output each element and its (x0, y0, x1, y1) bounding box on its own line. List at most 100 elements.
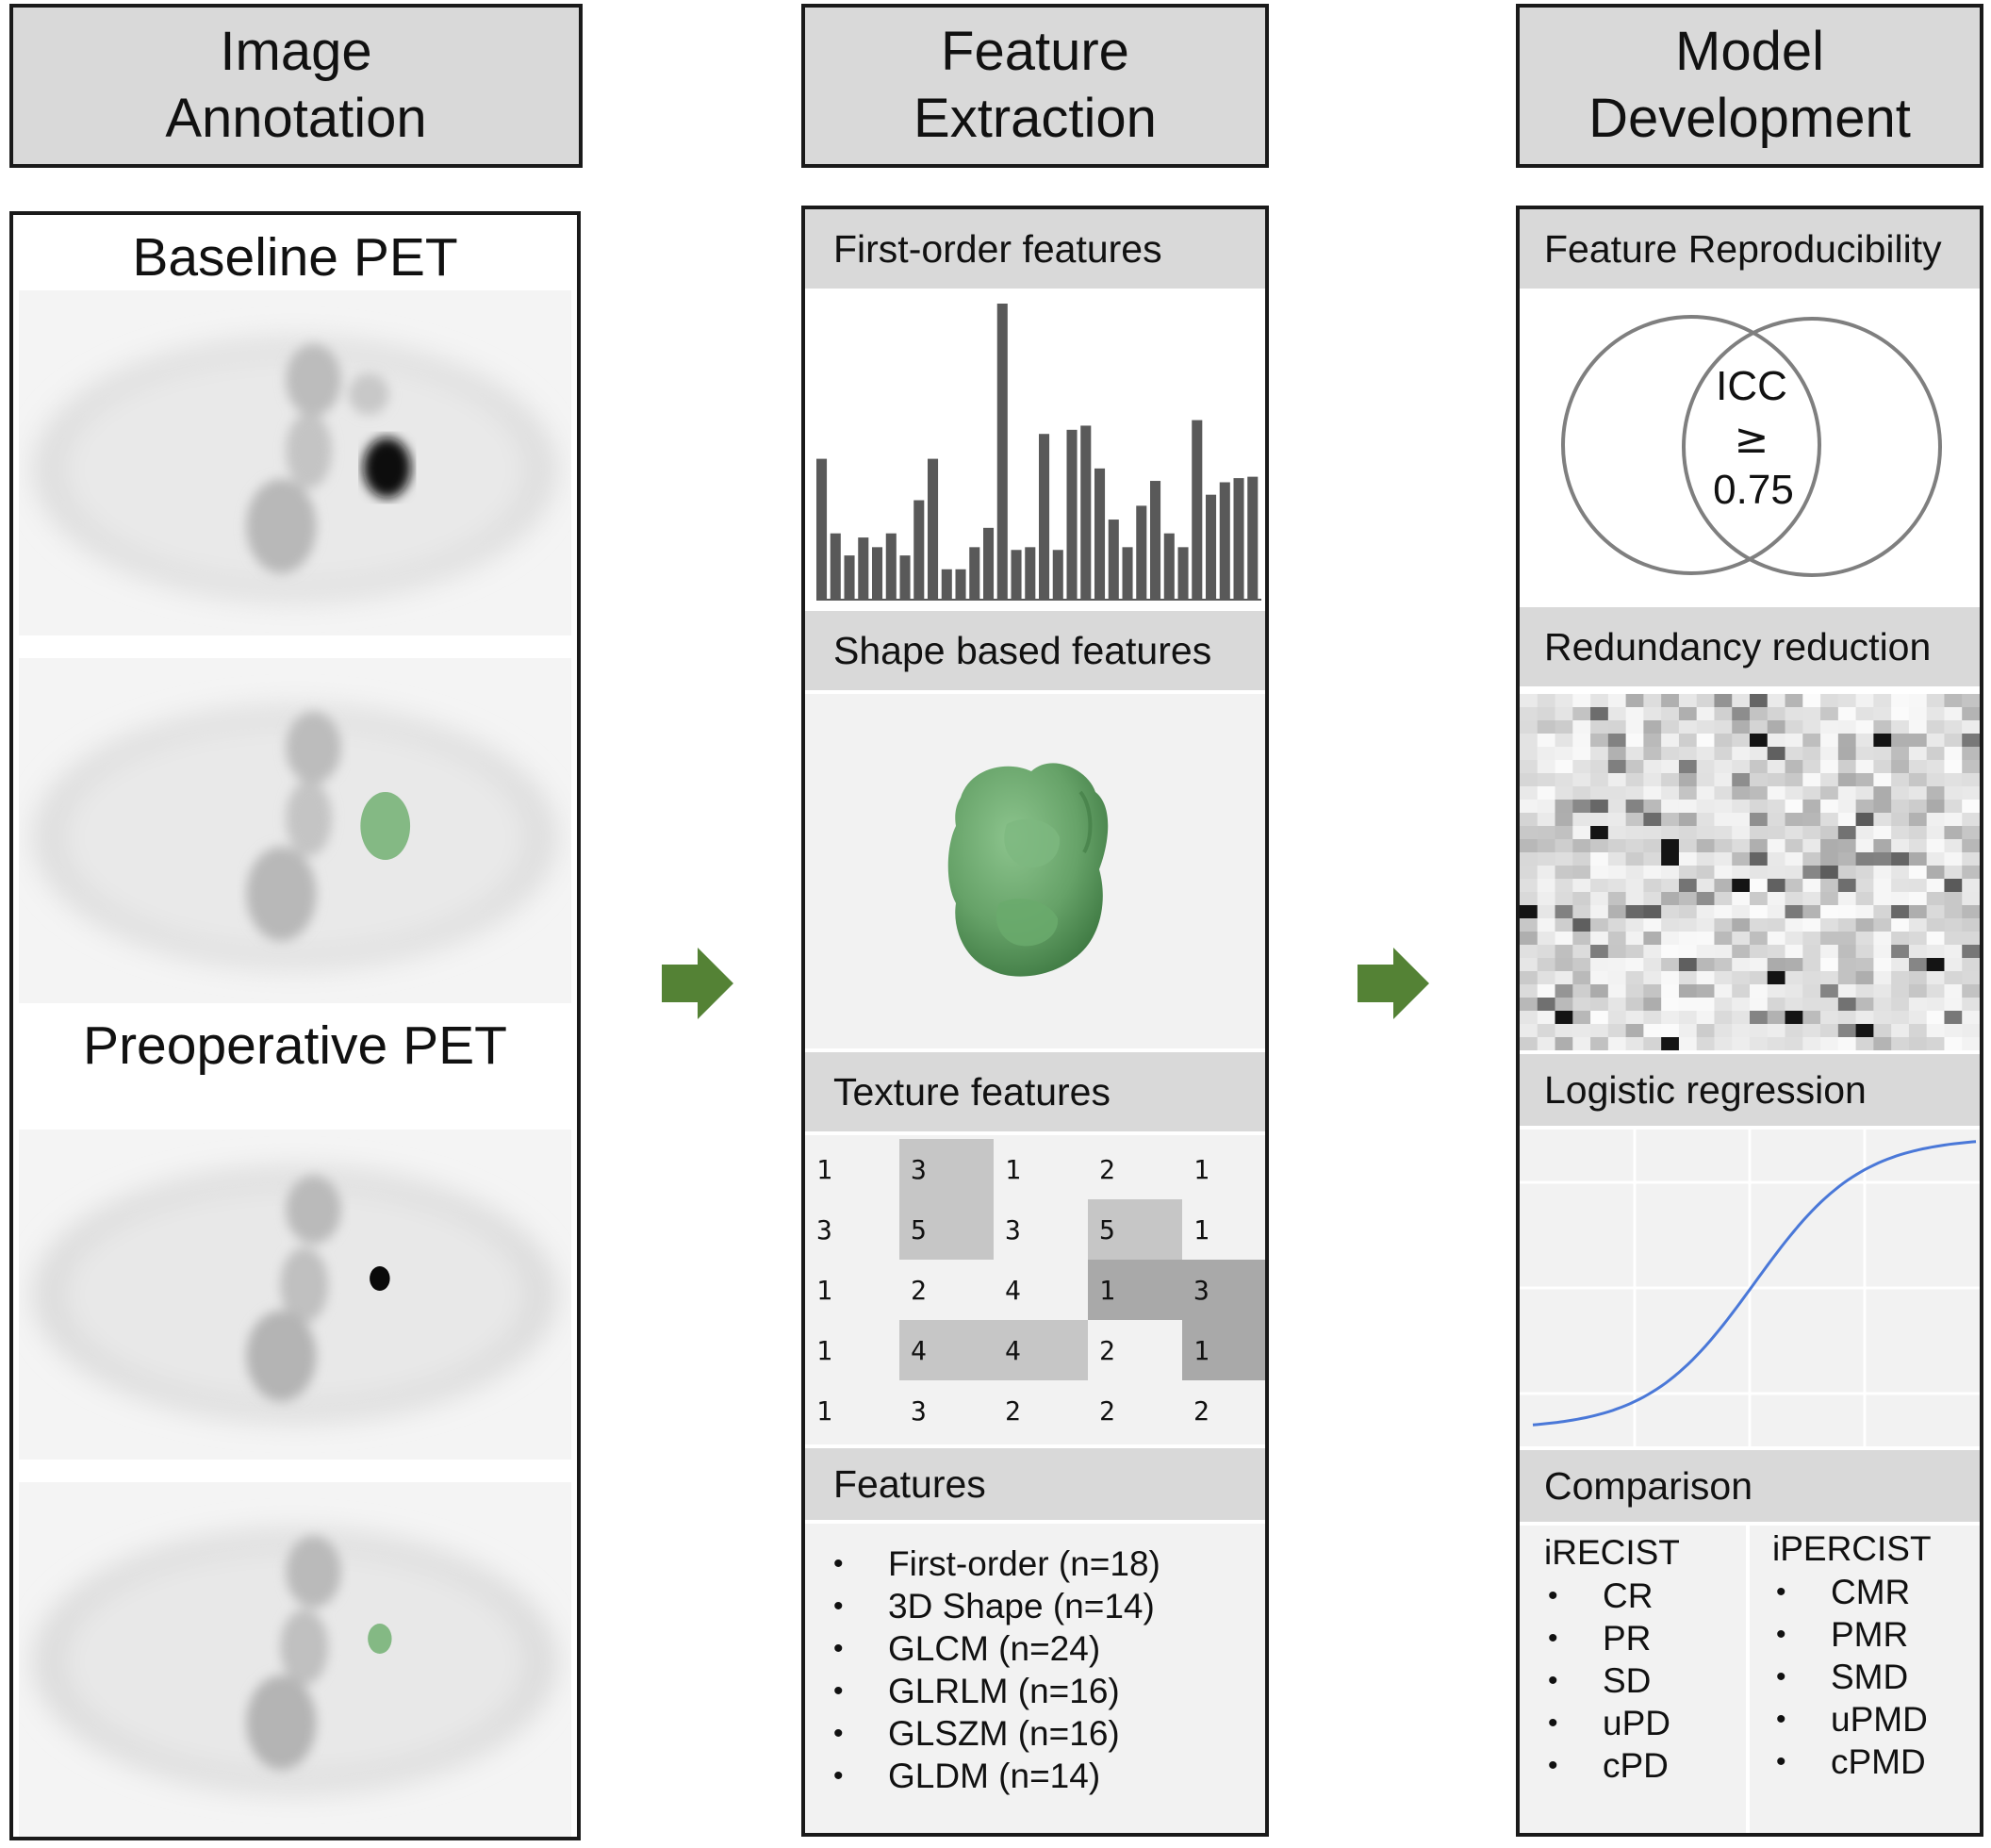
heatmap-cell (1537, 734, 1556, 748)
heatmap-cell (1855, 1037, 1874, 1051)
heatmap-cell (1732, 800, 1751, 814)
heatmap-cell (1625, 747, 1644, 761)
heatmap-cell (1661, 945, 1680, 959)
heatmap-cell (1520, 984, 1538, 998)
heatmap-cell (1944, 1037, 1963, 1051)
heatmap-cell (1590, 1024, 1609, 1038)
texture-cell: 4 (1005, 1274, 1021, 1306)
heatmap-cell (1555, 694, 1573, 708)
heatmap-cell (1732, 707, 1751, 721)
heatmap-cell (1908, 707, 1928, 721)
icc-threshold: 0.75 (1713, 467, 1794, 513)
heatmap-cell (1625, 945, 1644, 959)
icc-operator: ≥ (1735, 415, 1769, 463)
heatmap-cell (1767, 905, 1786, 919)
heatmap-cell (1891, 945, 1910, 959)
heatmap-cell (1837, 747, 1857, 761)
heatmap-cell (1855, 852, 1874, 866)
heatmap-cell (1572, 760, 1591, 774)
heatmap-cell (1590, 760, 1609, 774)
texture-cell: 2 (1099, 1153, 1115, 1185)
texture-cell: 1 (816, 1274, 832, 1306)
heatmap-cell (1837, 918, 1857, 932)
ipercist-title: iPERCIST (1772, 1529, 1932, 1568)
heatmap-cell (1520, 892, 1538, 906)
texture-cell: 4 (994, 1320, 1088, 1380)
arrow-right-icon (662, 948, 733, 1019)
heatmap-cell (1696, 760, 1715, 774)
heatmap-cell (1625, 760, 1644, 774)
heatmap-cell (1678, 932, 1698, 946)
heatmap-cell (1926, 760, 1945, 774)
texture-cell: 2 (1099, 1394, 1115, 1427)
heatmap-cell (1908, 1011, 1928, 1025)
heatmap-cell (1855, 734, 1874, 748)
heatmap-cell (1891, 826, 1910, 840)
heatmap-cell (1926, 800, 1945, 814)
heatmap-cell (1696, 932, 1715, 946)
heatmap-cell (1767, 786, 1786, 800)
first-order-features-title: First-order features (805, 209, 1265, 289)
heatmap-cell (1785, 720, 1803, 734)
heatmap-cell (1732, 786, 1751, 800)
heatmap-cell (1643, 760, 1662, 774)
heatmap-cell (1873, 1037, 1892, 1051)
heatmap-cell (1661, 826, 1680, 840)
icc-label: ICC (1716, 363, 1787, 409)
heatmap-cell (1820, 734, 1839, 748)
heatmap-cell (1750, 800, 1769, 814)
histogram-bar (1233, 478, 1244, 600)
heatmap-cell (1820, 1037, 1839, 1051)
heatmap-cell (1590, 1011, 1609, 1025)
heatmap-cell (1661, 958, 1680, 972)
heatmap-cell (1661, 786, 1680, 800)
heatmap-cell (1926, 707, 1945, 721)
heatmap-cell (1520, 866, 1538, 880)
heatmap-cell (1714, 800, 1733, 814)
heatmap-cell (1661, 852, 1680, 866)
heatmap-cell (1678, 945, 1698, 959)
ipercist-item: cPMD (1776, 1741, 1928, 1783)
texture-cell: 2 (1005, 1394, 1021, 1427)
heatmap-cell (1750, 760, 1769, 774)
heatmap-cell (1767, 813, 1786, 827)
baseline-pet-segmented-image (19, 658, 571, 1003)
heatmap-cell (1926, 958, 1945, 972)
heatmap-cell (1678, 1011, 1698, 1025)
heatmap-cell (1891, 839, 1910, 853)
heatmap-cell (1785, 747, 1803, 761)
features-list-area: First-order (n=18) 3D Shape (n=14) GLCM … (805, 1524, 1265, 1833)
heatmap-cell (1714, 694, 1733, 708)
heatmap-cell (1643, 852, 1662, 866)
heatmap-cell (1962, 984, 1980, 998)
heatmap-cell (1802, 800, 1821, 814)
irecist-item: PR (1548, 1617, 1670, 1659)
heatmap-cell (1802, 1024, 1821, 1038)
histogram-bar (872, 547, 883, 600)
heatmap-cell (1891, 918, 1910, 932)
heatmap-cell (1607, 707, 1627, 721)
heatmap-cell (1908, 734, 1928, 748)
heatmap-cell (1944, 958, 1963, 972)
heatmap-cell (1750, 734, 1769, 748)
comparison-title: Comparison (1520, 1450, 1980, 1522)
heatmap-cell (1732, 1024, 1751, 1038)
heatmap-cell (1625, 800, 1644, 814)
features-list: First-order (n=18) 3D Shape (n=14) GLCM … (833, 1543, 1160, 1797)
heatmap-cell (1873, 826, 1892, 840)
heatmap-cell (1678, 905, 1698, 919)
heatmap-cell (1714, 760, 1733, 774)
heatmap-cell (1891, 892, 1910, 906)
heatmap-cell (1891, 1024, 1910, 1038)
feature-item: First-order (n=18) (833, 1543, 1160, 1585)
heatmap-cell (1696, 866, 1715, 880)
heatmap-cell (1944, 905, 1963, 919)
heatmap-cell (1802, 866, 1821, 880)
heatmap-cell (1820, 786, 1839, 800)
heatmap-cell (1696, 773, 1715, 787)
heatmap-cell (1678, 786, 1698, 800)
heatmap-cell (1873, 694, 1892, 708)
heatmap-cell (1891, 971, 1910, 985)
heatmap-cell (1837, 892, 1857, 906)
